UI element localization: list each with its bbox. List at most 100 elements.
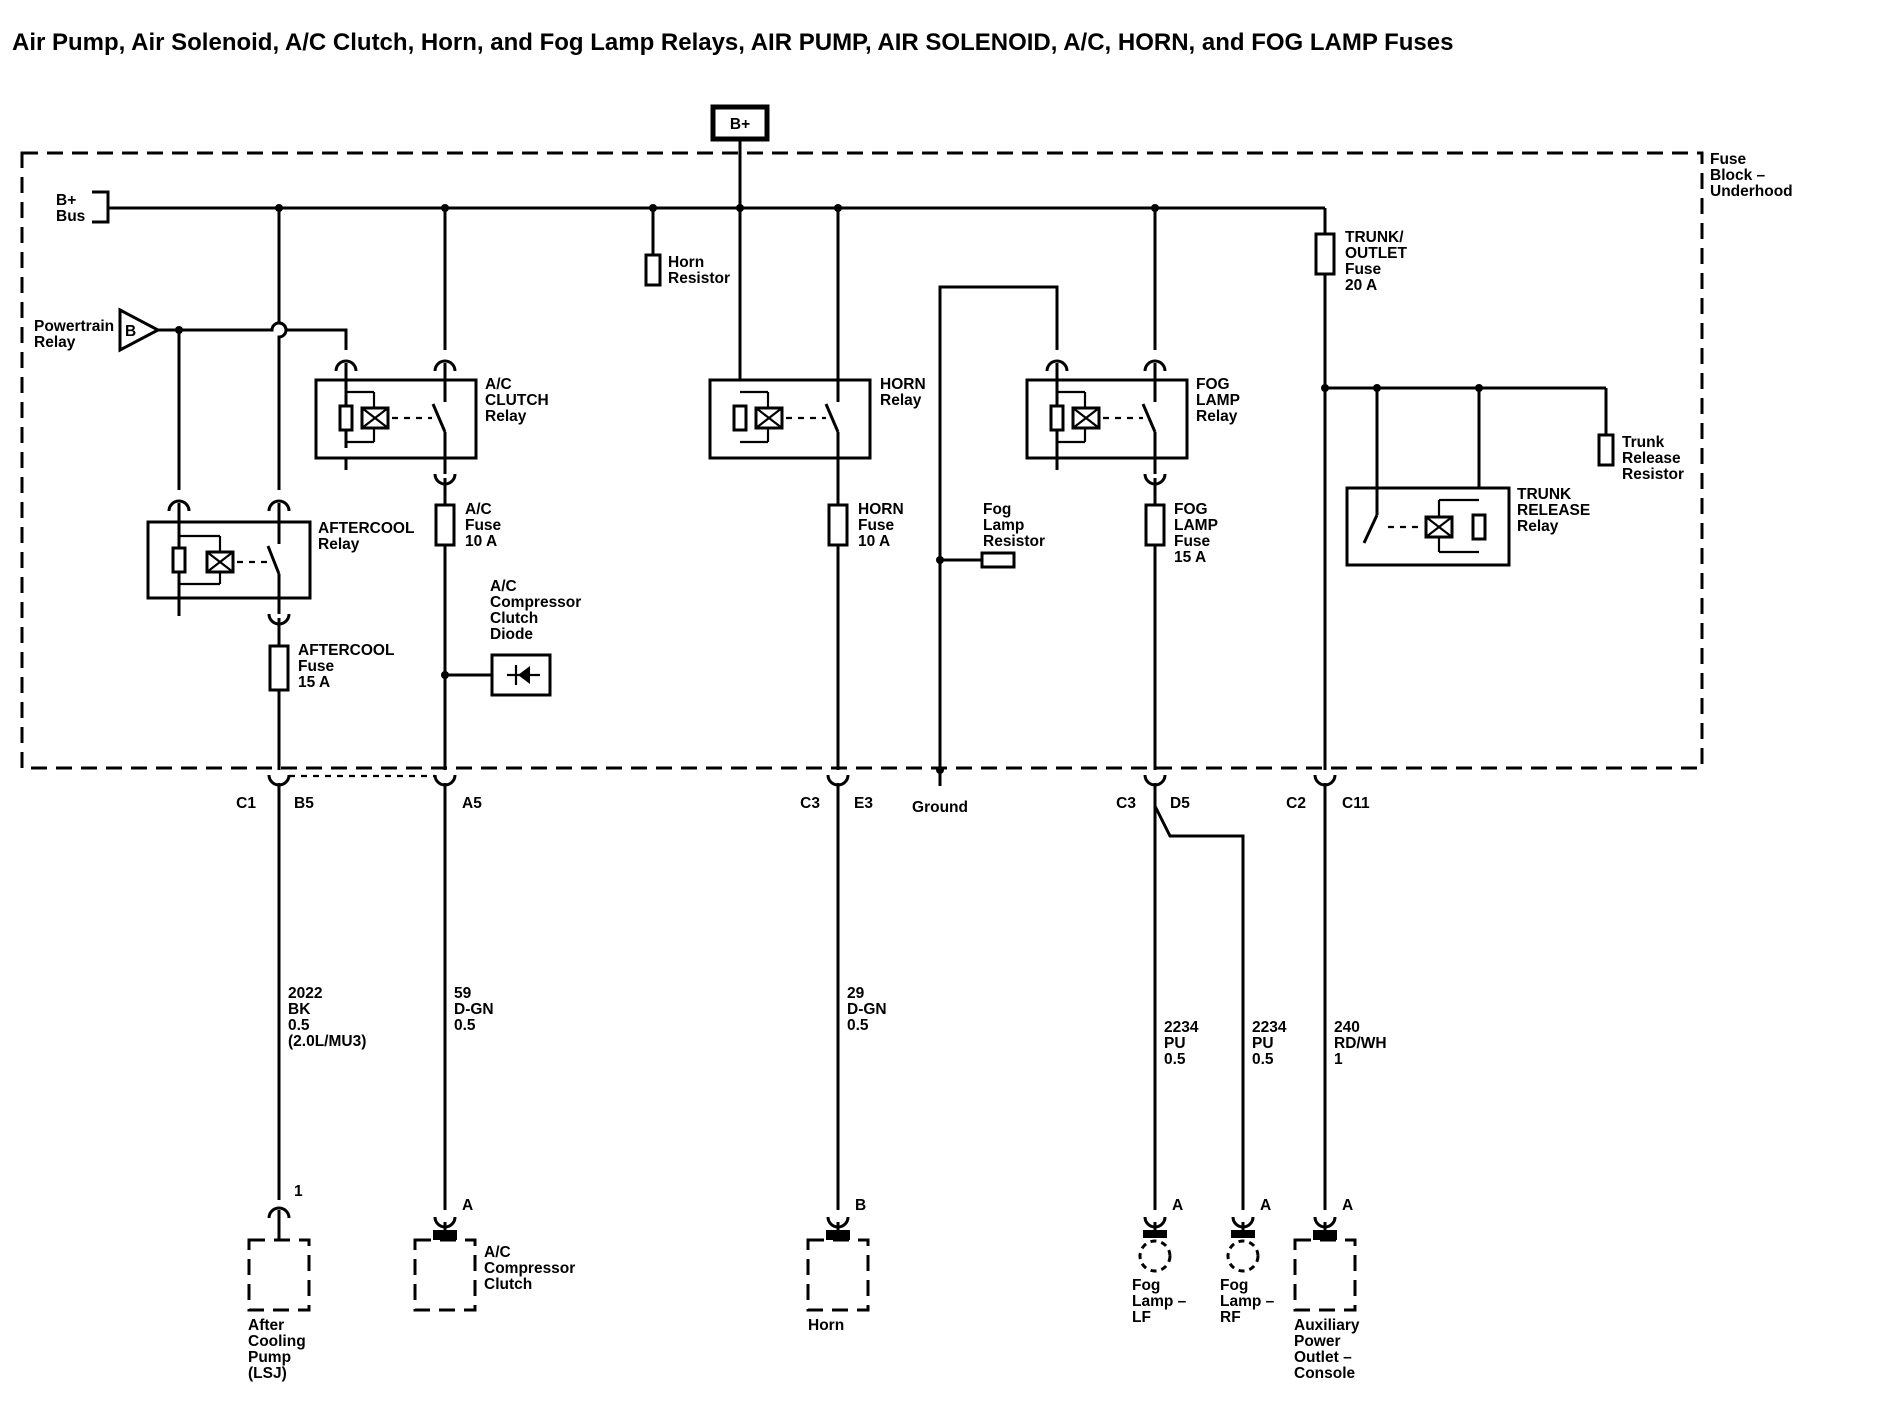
diode-label-4: Diode (490, 626, 533, 643)
ac-compressor-clutch-label-3: Clutch (484, 1276, 532, 1293)
aux-power-outlet-pin: A (1342, 1197, 1353, 1214)
connector-a5: A5 (462, 795, 482, 812)
fog-lamp-rf-label-2: Lamp – (1220, 1293, 1275, 1310)
connector-c2: C2 (1286, 795, 1306, 812)
powertrain-relay-label-1: Powertrain (34, 318, 114, 335)
trunk-release-resistor-label-3: Resistor (1622, 466, 1684, 483)
horn-resistor (644, 253, 662, 287)
aux-power-outlet (1293, 1238, 1357, 1312)
after-cooling-pump-label-2: Cooling (248, 1333, 306, 1350)
wire-2234-rf-label-2: PU (1252, 1035, 1274, 1052)
wire-2234-rf-label-1: 2234 (1252, 1019, 1287, 1036)
trunk-release-resistor-label-1: Trunk (1622, 434, 1665, 451)
fog-lamp-fuse (1144, 503, 1166, 547)
trunk-release-resistor (1597, 433, 1615, 467)
fog-lamp-relay-label-3: Relay (1196, 408, 1238, 425)
wire-2022-label-1: 2022 (288, 985, 322, 1002)
aux-power-outlet-label-3: Outlet – (1294, 1349, 1352, 1366)
horn-resistor-label-1: Horn (668, 254, 704, 271)
fog-lamp-resistor-label-3: Resistor (983, 533, 1045, 550)
horn-fuse-label-3: 10 A (858, 533, 890, 550)
fuse-block-label-2: Block – (1710, 167, 1766, 184)
trunk-outlet-fuse-label-2: OUTLET (1345, 245, 1408, 262)
wire-240-label-2: RD/WH (1334, 1035, 1387, 1052)
fog-lamp-fuse-label-3: Fuse (1174, 533, 1211, 550)
wire-2022-label-4: (2.0L/MU3) (288, 1033, 366, 1050)
aux-power-outlet-label-1: Auxiliary (1294, 1317, 1360, 1334)
ac-fuse-label-3: 10 A (465, 533, 497, 550)
aftercool-relay-label-2: Relay (318, 536, 360, 553)
trunk-release-relay (1345, 486, 1511, 567)
connector-c1: C1 (236, 795, 256, 812)
aftercool-relay (146, 520, 312, 616)
ac-clutch-relay (314, 378, 478, 460)
ac-compressor-clutch-pin: A (462, 1197, 473, 1214)
powertrain-relay-arrow (118, 307, 162, 353)
trunk-release-relay-label-1: TRUNK (1517, 486, 1572, 503)
fog-lamp-rf (1226, 1239, 1260, 1273)
wire-29-label-2: D-GN (847, 1001, 887, 1018)
powertrain-relay-label-2: Relay (34, 334, 76, 351)
wire-2234-lf-label-3: 0.5 (1164, 1051, 1186, 1068)
trunk-release-relay-label-2: RELEASE (1517, 502, 1590, 519)
connector-b5: B5 (294, 795, 314, 812)
aux-power-outlet-label-2: Power (1294, 1333, 1341, 1350)
battery-source: B+ (710, 104, 770, 142)
horn-relay-label-1: HORN (880, 376, 926, 393)
ac-fuse-label-2: Fuse (465, 517, 502, 534)
aftercool-relay-label-1: AFTERCOOL (318, 520, 414, 537)
ac-compressor-clutch-label-2: Compressor (484, 1260, 575, 1277)
battery-source-label: B+ (730, 116, 750, 133)
horn-relay (708, 378, 872, 460)
ac-compressor-clutch-diode (490, 653, 552, 697)
horn-pin: B (855, 1197, 866, 1214)
wire-240-label-3: 1 (1334, 1051, 1343, 1068)
connector-c3-fog: C3 (1116, 795, 1136, 812)
aftercool-fuse (268, 644, 290, 692)
ac-fuse-label-1: A/C (465, 501, 492, 518)
aftercool-fuse-label-2: Fuse (298, 658, 335, 675)
fog-lamp-relay-label-2: LAMP (1196, 392, 1240, 409)
ac-fuse (434, 503, 456, 547)
fog-lamp-resistor-label-1: Fog (983, 501, 1011, 518)
horn-fuse-label-2: Fuse (858, 517, 895, 534)
fog-lamp-resistor (980, 551, 1016, 569)
horn-fuse-label-1: HORN (858, 501, 904, 518)
diode-label-3: Clutch (490, 610, 538, 627)
ac-clutch-relay-label-3: Relay (485, 408, 527, 425)
after-cooling-pump-label-3: Pump (248, 1349, 291, 1366)
powertrain-relay-tag: B (125, 323, 136, 340)
wire-2022-label-3: 0.5 (288, 1017, 310, 1034)
ac-compressor-clutch (413, 1238, 477, 1312)
aux-power-outlet-label-4: Console (1294, 1365, 1356, 1382)
wire-2234-rf-label-3: 0.5 (1252, 1051, 1274, 1068)
aftercool-fuse-label-3: 15 A (298, 674, 330, 691)
diode-label-1: A/C (490, 578, 517, 595)
bus-label-1: B+ (56, 192, 76, 209)
wire-2234-lf-label-1: 2234 (1164, 1019, 1199, 1036)
wire-59-label-3: 0.5 (454, 1017, 476, 1034)
fog-lamp-lf-label-3: LF (1132, 1309, 1151, 1326)
wire-29-label-1: 29 (847, 985, 865, 1002)
trunk-release-relay-label-3: Relay (1517, 518, 1559, 535)
wire-59-label-1: 59 (454, 985, 472, 1002)
connector-c11: C11 (1342, 795, 1370, 812)
horn-component (806, 1238, 870, 1312)
fog-lamp-fuse-label-4: 15 A (1174, 549, 1206, 566)
fog-lamp-lf-label-1: Fog (1132, 1277, 1160, 1294)
fog-lamp-resistor-label-2: Lamp (983, 517, 1024, 534)
fog-lamp-rf-pin: A (1260, 1197, 1271, 1214)
trunk-outlet-fuse-label-1: TRUNK/ (1345, 229, 1404, 246)
wire-240-label-1: 240 (1334, 1019, 1360, 1036)
trunk-outlet-fuse (1314, 232, 1336, 276)
fog-lamp-relay-label-1: FOG (1196, 376, 1230, 393)
after-cooling-pump (247, 1238, 311, 1312)
fog-lamp-lf-label-2: Lamp – (1132, 1293, 1187, 1310)
ground-label: Ground (912, 799, 968, 816)
fog-lamp-lf-pin: A (1172, 1197, 1183, 1214)
diagram-title: Air Pump, Air Solenoid, A/C Clutch, Horn… (12, 29, 1453, 56)
fuse-block-label-3: Underhood (1710, 183, 1793, 200)
bus-label-2: Bus (56, 208, 85, 225)
wire-29-label-3: 0.5 (847, 1017, 869, 1034)
